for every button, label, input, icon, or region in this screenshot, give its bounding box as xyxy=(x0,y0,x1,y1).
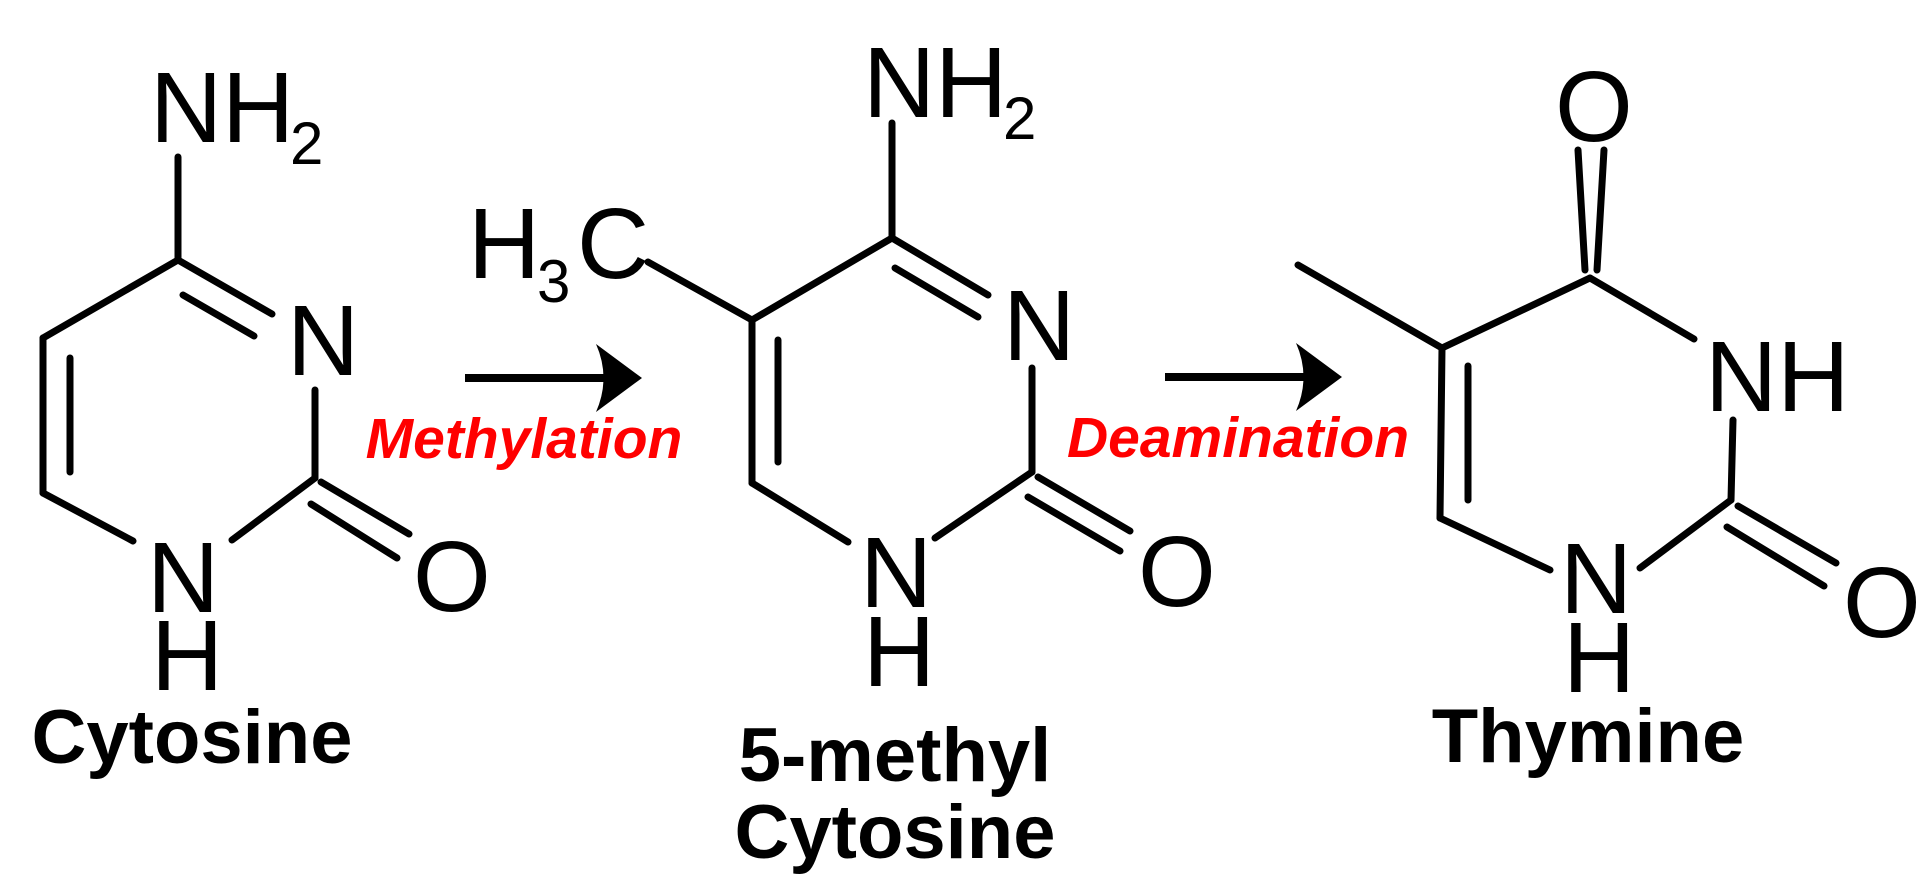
deamination-arrowhead-icon xyxy=(1296,343,1342,411)
ring-n1-label: N H xyxy=(147,522,247,712)
methylation-arrowhead-icon xyxy=(596,344,642,412)
carbonyl-o-label: O xyxy=(1843,547,1920,659)
bond-n1-c6 xyxy=(1436,514,1554,574)
reaction-deamination: Deamination xyxy=(1067,343,1409,470)
amine-h: H xyxy=(222,52,294,164)
bond-c5-c6 xyxy=(1436,344,1446,522)
bond-c4-c5 xyxy=(39,256,182,342)
bond-c4-c5 xyxy=(1438,274,1594,352)
bond-c4-c5 xyxy=(748,234,896,324)
methylation-label: Methylation xyxy=(366,407,683,471)
bond-c2-n1 xyxy=(931,468,1036,542)
methyl-c: C xyxy=(577,188,649,300)
methyl-subscript: 3 xyxy=(537,248,570,315)
molecule-cytosine: N H 2 N N H O Cytosine xyxy=(32,52,491,780)
deamination-label: Deamination xyxy=(1067,406,1409,470)
bond-methyl xyxy=(1294,261,1446,352)
ring-n3-label: N xyxy=(287,285,359,397)
ring-n1-label: N H xyxy=(860,517,960,708)
bond-c2-o-inner xyxy=(1723,523,1828,590)
bond-c4-n3-inner xyxy=(891,264,982,321)
molecule-name-5-methyl-line2: Cytosine xyxy=(735,790,1056,874)
bond-c2-n1 xyxy=(228,474,319,544)
molecule-name-thymine: Thymine xyxy=(1432,694,1745,779)
bond-o-c4-inner xyxy=(1593,146,1608,274)
bond-c2-o-inner xyxy=(307,500,401,562)
amine-label: N H 2 xyxy=(150,52,323,177)
amine-subscript: 2 xyxy=(1003,85,1036,152)
ring-n1-label: N H xyxy=(1560,523,1660,714)
ring-n3-label: N xyxy=(1003,270,1075,382)
top-o-label: O xyxy=(1555,51,1633,163)
amine-label: N H 2 xyxy=(863,27,1036,152)
amine-n: N xyxy=(150,52,222,164)
bond-methyl xyxy=(644,258,756,324)
bond-c2-o-inner xyxy=(1024,493,1124,555)
bond-c2-o xyxy=(317,478,413,538)
bond-o-c4 xyxy=(1574,146,1589,274)
amine-subscript: 2 xyxy=(290,110,323,177)
bond-c4-n3 xyxy=(1586,274,1698,343)
ring-n3-label: NH xyxy=(1705,321,1849,433)
bond-n1-c6 xyxy=(748,479,852,546)
carbonyl-o-label: O xyxy=(1138,516,1216,628)
bond-n3-c2 xyxy=(1727,416,1737,504)
amine-n: N xyxy=(863,27,935,139)
bond-c4-n3 xyxy=(888,234,992,299)
molecule-5-methyl-cytosine: H 3 C N H 2 N N H O 5-methyl Cytosine xyxy=(468,27,1216,874)
bond-c2-o xyxy=(1734,502,1840,567)
molecule-thymine: O NH N H O Thymine xyxy=(1294,51,1920,779)
molecule-name-cytosine: Cytosine xyxy=(32,695,353,780)
bond-c4-n3-inner xyxy=(179,291,258,340)
methyl-h: H xyxy=(468,188,540,300)
methyl-label: H 3 C xyxy=(468,188,649,324)
bond-c2-o xyxy=(1034,473,1134,535)
bond-c2-n1 xyxy=(1636,496,1735,572)
bond-n1-c6 xyxy=(39,489,137,545)
carbonyl-o-label: O xyxy=(413,521,491,633)
amine-h: H xyxy=(935,27,1007,139)
reaction-methylation: Methylation xyxy=(366,344,683,471)
bond-c4-n3 xyxy=(174,256,276,318)
molecule-name-5-methyl-line1: 5-methyl xyxy=(739,713,1052,798)
